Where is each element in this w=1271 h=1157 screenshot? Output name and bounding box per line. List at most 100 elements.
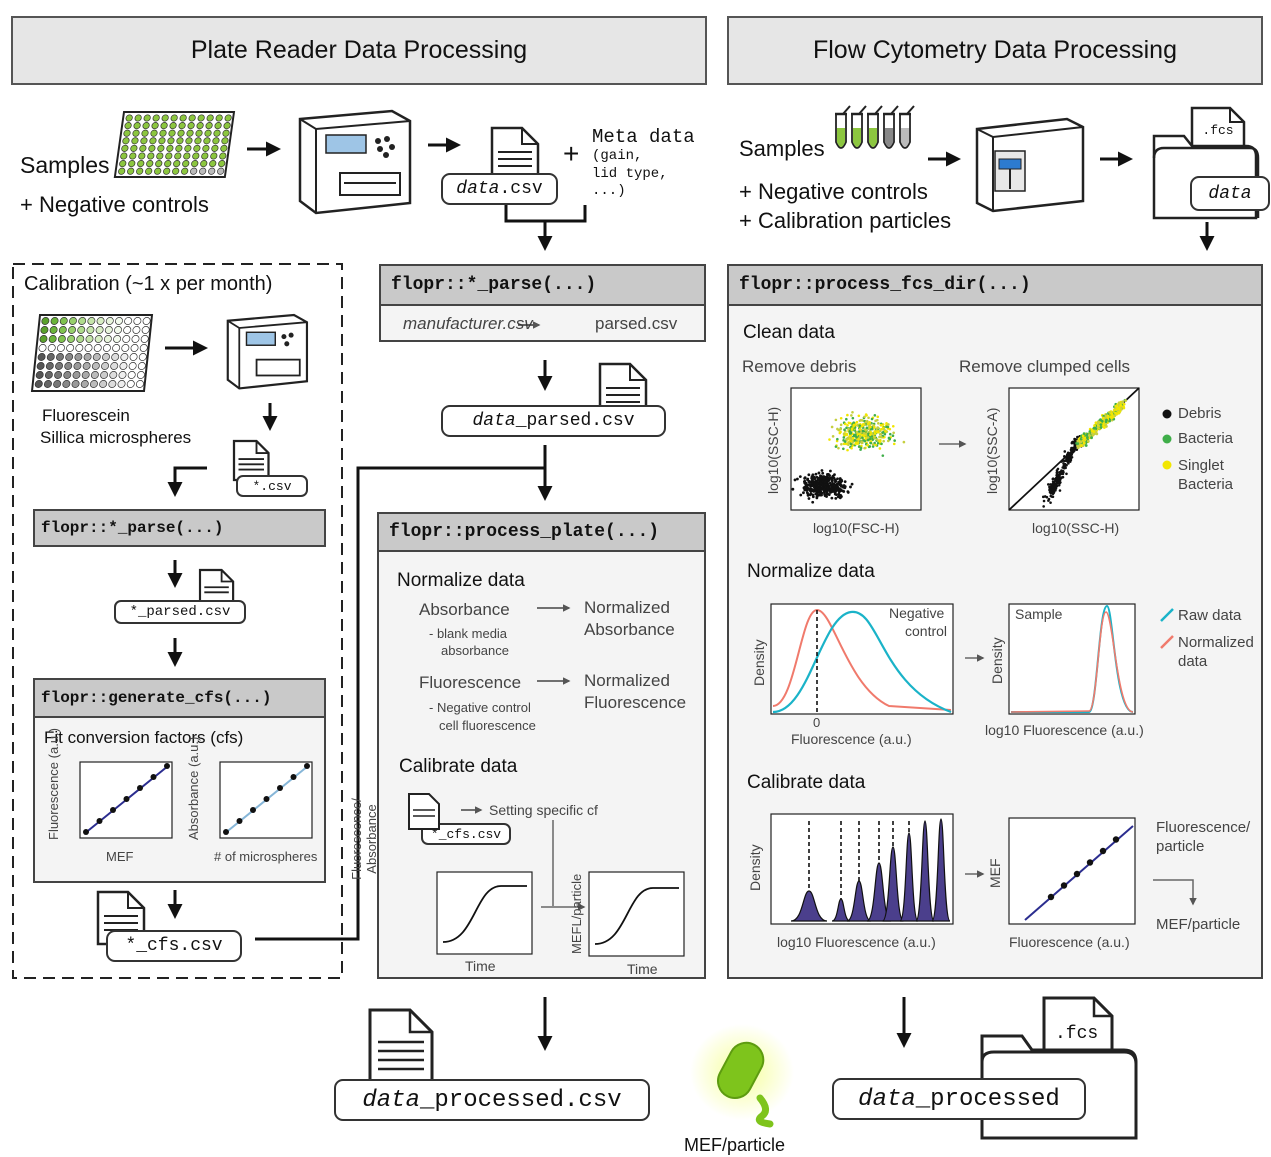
- clumped-point: [1051, 480, 1055, 483]
- calibration-reader-icon: [226, 313, 309, 390]
- well: [71, 380, 80, 388]
- debris-point: [798, 475, 802, 478]
- process-plate-fn: flopr::process_plate(...): [379, 514, 704, 552]
- well: [102, 353, 110, 361]
- well: [105, 317, 114, 325]
- cfs-doc: [408, 793, 440, 830]
- neg-control-2: control: [905, 623, 948, 639]
- bacteria-point: [850, 446, 853, 450]
- well: [187, 122, 195, 130]
- well: [119, 160, 127, 168]
- well: [139, 344, 148, 352]
- debris-point: [828, 490, 832, 493]
- well: [121, 344, 130, 352]
- singlet-point: [1105, 425, 1108, 428]
- bacteria-point: [846, 413, 849, 417]
- well: [170, 114, 178, 122]
- well: [131, 335, 140, 343]
- well: [68, 326, 76, 334]
- bacteria-point: [837, 446, 840, 450]
- cal-logfl-x: log10 Fluorescence (a.u.): [777, 934, 936, 950]
- data-processed-csv-label: data_processed.csv: [362, 1087, 621, 1114]
- fit2-point: [236, 818, 243, 824]
- bacteria-point: [870, 427, 873, 431]
- flow-neg-label: + Negative controls: [739, 179, 928, 204]
- norm2-frame: [1008, 603, 1136, 715]
- fl-particle-2: particle: [1156, 838, 1205, 855]
- pp-norm-fl1: Normalized: [584, 671, 670, 690]
- pp-cfs-label: *_cfs.csv: [430, 826, 502, 842]
- well: [102, 344, 111, 352]
- debris-point: [829, 469, 832, 473]
- well: [129, 353, 138, 361]
- well: [81, 371, 90, 379]
- well: [75, 344, 84, 352]
- well: [56, 353, 64, 361]
- fluorescein-label: Fluorescein: [42, 406, 130, 425]
- file-suffix: _processed: [915, 1085, 1060, 1113]
- bacteria-point: [858, 435, 862, 438]
- bacteria-point: [845, 417, 848, 421]
- well: [224, 114, 232, 122]
- well: [201, 152, 209, 160]
- singlet-point: [1124, 399, 1128, 402]
- pp-x2: Time: [627, 961, 658, 977]
- debris-point: [820, 469, 824, 472]
- well: [91, 362, 100, 370]
- bacteria-point: [882, 430, 885, 434]
- bacteria-point: [869, 431, 873, 434]
- well: [45, 362, 54, 370]
- bead-peak: [831, 898, 851, 922]
- well: [141, 326, 150, 334]
- well: [147, 152, 155, 160]
- clumped-point: [1070, 441, 1074, 445]
- debris-point: [849, 485, 852, 489]
- debris-point: [814, 472, 818, 476]
- well: [117, 380, 126, 388]
- clumped-point: [1071, 447, 1074, 450]
- bacteria-point: [866, 436, 870, 439]
- bacteria-point: [880, 442, 883, 446]
- singlet-point: [1081, 434, 1085, 438]
- bacteria-point: [857, 445, 861, 449]
- bacteria-point: [842, 447, 845, 451]
- bacteria-point: [877, 422, 880, 425]
- norm1-frame: [770, 603, 954, 715]
- bacteria-point: [860, 441, 863, 444]
- debris-point: [828, 485, 831, 489]
- data-word: data: [858, 1085, 916, 1113]
- well: [103, 335, 112, 343]
- calibration-doc-icon: [232, 439, 270, 482]
- clumped-point: [1059, 478, 1062, 481]
- parse-fn: flopr::*_parse(...): [381, 266, 704, 306]
- debris-point: [830, 496, 834, 500]
- flow-header-title: Flow Cytometry Data Processing: [812, 36, 1177, 64]
- well: [82, 362, 91, 370]
- bacteria-point: [876, 441, 880, 445]
- well: [134, 114, 142, 122]
- debris-point: [815, 495, 819, 499]
- well: [87, 317, 96, 325]
- singlet-point: [1101, 416, 1105, 420]
- well: [194, 137, 202, 145]
- clumped-point: [1061, 472, 1065, 476]
- well: [165, 152, 173, 160]
- bacteria-point: [886, 425, 890, 429]
- well: [210, 152, 218, 160]
- bacteria-point: [888, 427, 892, 431]
- well: [101, 362, 110, 370]
- bacteria-point: [858, 428, 862, 431]
- well: [143, 114, 151, 122]
- pp-abs-note1: - blank media: [429, 626, 508, 641]
- well: [196, 122, 204, 130]
- well: [159, 129, 167, 137]
- singlet-point: [1114, 404, 1118, 408]
- bacteria-point: [878, 439, 881, 443]
- debris-point: [834, 479, 838, 483]
- well: [109, 371, 118, 379]
- singlet-point: [1110, 412, 1113, 416]
- bacteria-point: [828, 438, 831, 441]
- flow-data-folder: data: [1190, 176, 1270, 211]
- plate-reader-icon: [298, 109, 412, 215]
- debris-point: [811, 493, 815, 497]
